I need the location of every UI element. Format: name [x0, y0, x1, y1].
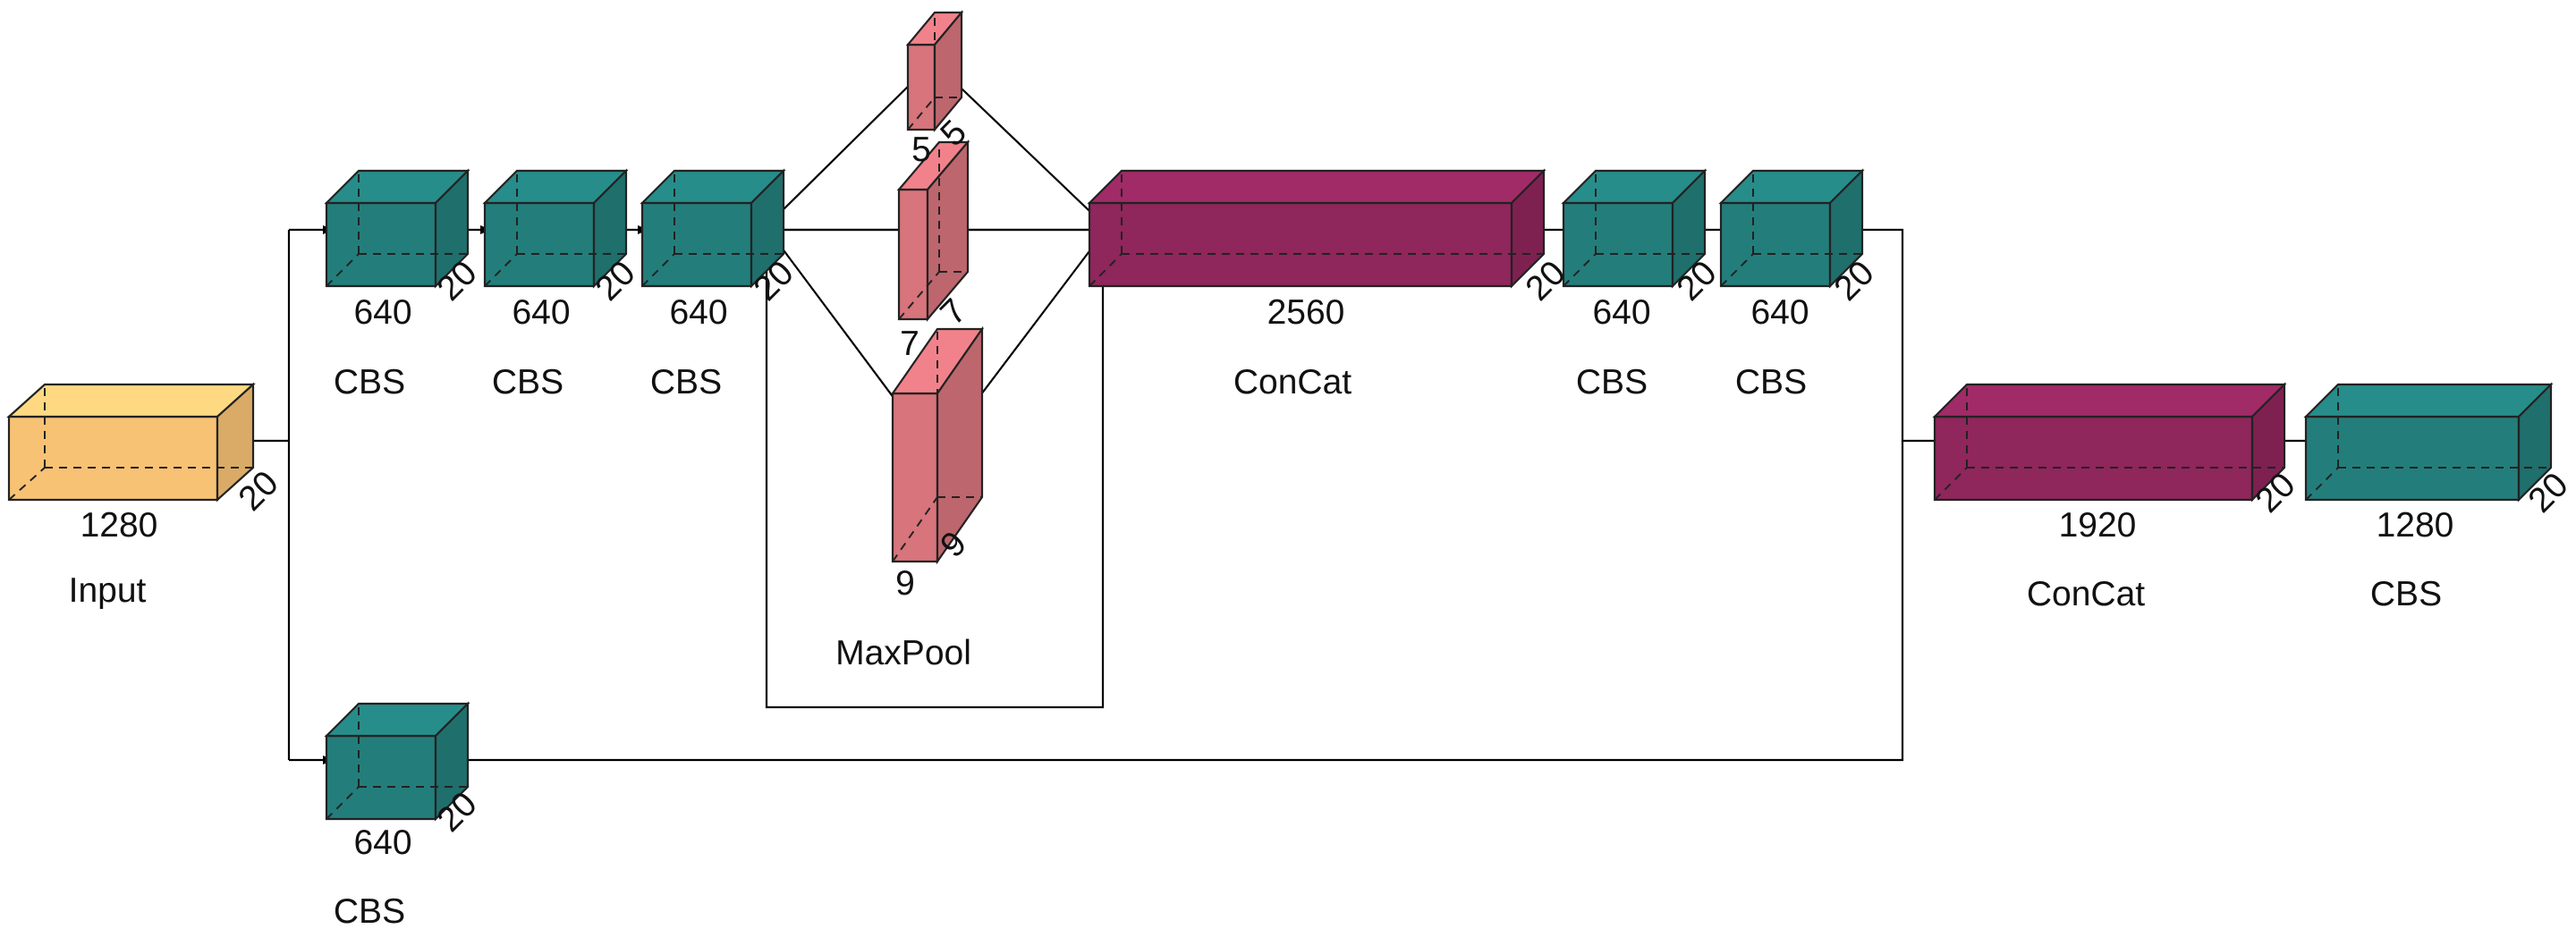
edge-pool5-concat [940, 68, 1110, 231]
hidden-edge [326, 786, 360, 820]
cbs1-block-side-face [434, 168, 470, 289]
hidden-edge [484, 253, 518, 287]
cbs-out-label: CBS [2370, 575, 2442, 613]
hidden-edge [2305, 467, 2339, 501]
hidden-edge [641, 253, 675, 287]
pool7-block-front-face [897, 188, 929, 321]
cbs-branch-label: CBS [334, 892, 405, 929]
input-block [6, 382, 256, 503]
pool9-width-label: 9 [895, 564, 915, 603]
maxpool-label: MaxPool [835, 634, 971, 672]
cbs3-channels-label: 640 [669, 293, 727, 332]
cbs5-block-front-face [1719, 201, 1832, 288]
input-block-front-face [7, 415, 219, 502]
cbs2-label: CBS [492, 363, 564, 401]
cbs5-block-side-face [1828, 168, 1864, 289]
cbs4-block-side-face [1671, 168, 1707, 289]
concat1-channels-label: 2560 [1267, 293, 1345, 332]
cbs-branch-block-front-face [325, 734, 437, 821]
cbs4-block-front-face [1562, 201, 1674, 288]
cbs-branch-block-side-face [434, 701, 470, 822]
concat1-label: ConCat [1233, 363, 1352, 401]
cbs-out-block-top-face [2303, 383, 2554, 418]
hidden-edge [326, 253, 360, 287]
cbs-branch-channels-label: 640 [353, 823, 411, 862]
pool9-block-front-face [891, 392, 939, 563]
edge-input-split [252, 230, 291, 760]
hidden-edge [1089, 253, 1123, 287]
cbs4-channels-label: 640 [1592, 293, 1650, 332]
cbs2-block-front-face [483, 201, 596, 288]
pool5-block-front-face [906, 43, 936, 131]
concat2-channels-label: 1920 [2059, 506, 2137, 545]
input-label: Input [69, 571, 147, 610]
concat1-block-front-face [1088, 201, 1513, 288]
concat1-block-top-face [1087, 169, 1546, 205]
cbs-branch-block [324, 701, 470, 822]
hidden-edge [907, 97, 936, 131]
input-channels-label: 1280 [80, 506, 158, 545]
cbs5-channels-label: 640 [1750, 293, 1809, 332]
hidden-edge [1720, 253, 1754, 287]
hidden-edge [1934, 467, 1968, 501]
cbs4-block [1561, 168, 1707, 289]
cbs5-label: CBS [1735, 363, 1807, 401]
edge-cbs5-concat2 [1847, 228, 1958, 445]
cbs3-block-front-face [640, 201, 753, 288]
concat2-block-top-face [1932, 383, 2287, 418]
cbs1-block-front-face [325, 201, 437, 288]
pool5-block [905, 9, 964, 133]
cbs3-label: CBS [650, 363, 722, 401]
hidden-edge [1563, 253, 1597, 287]
cbs-out-block-side-face [2517, 382, 2553, 503]
concat2-block [1932, 382, 2287, 503]
cbs3-block [640, 168, 786, 289]
hidden-edge [8, 467, 46, 501]
cbs1-channels-label: 640 [353, 293, 411, 332]
pool7-block [896, 139, 970, 322]
hidden-edge [898, 271, 940, 320]
cbs2-block [482, 168, 629, 289]
cbs1-block [324, 168, 470, 289]
cbs5-block [1718, 168, 1865, 289]
cbs2-channels-label: 640 [512, 293, 570, 332]
edge-branch-concat2 [438, 441, 1904, 762]
pool5-width-label: 5 [911, 131, 931, 169]
cbs1-label: CBS [334, 363, 405, 401]
edge-cbs3-pool5 [773, 74, 920, 220]
cbs-out-block [2303, 382, 2554, 503]
cbs2-block-side-face [592, 168, 628, 289]
cbs3-block-side-face [750, 168, 785, 289]
pool5-block-side-face [933, 9, 963, 133]
cbs-out-channels-label: 1280 [2377, 506, 2454, 545]
pool9-block [890, 325, 985, 565]
cbs-out-block-front-face [2304, 415, 2521, 502]
concat1-block [1087, 168, 1546, 289]
concat2-block-front-face [1933, 415, 2254, 502]
cbs4-label: CBS [1576, 363, 1648, 401]
pool7-width-label: 7 [900, 325, 919, 363]
concat2-label: ConCat [2027, 575, 2145, 613]
